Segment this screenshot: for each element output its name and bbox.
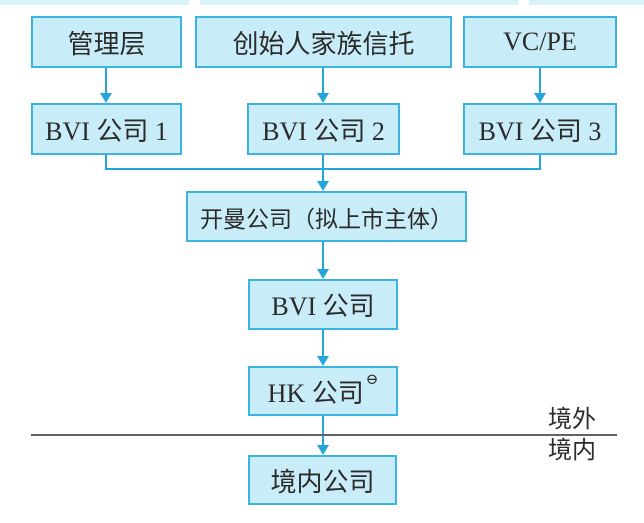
offshore-onshore-divider-line (31, 434, 617, 436)
box-domestic-company: 境内公司 (248, 455, 397, 505)
box-founder-family-trust: 创始人家族信托 (195, 16, 452, 68)
box-hk-company-label: HK 公司 (267, 378, 364, 408)
box-bvi-company-3: BVI 公司 3 (463, 103, 617, 155)
box-cayman-company-label: 开曼公司（拟上市主体） (200, 206, 453, 232)
arrow-hk-to-domestic-head (317, 445, 329, 455)
arrow-trust-to-bvi2-line (322, 68, 324, 95)
box-domestic-company-label: 境内公司 (270, 467, 375, 497)
box-bvi-company-1: BVI 公司 1 (31, 103, 182, 155)
arrow-cayman-to-bvi-head (317, 269, 329, 279)
box-management-label: 管理层 (67, 29, 146, 59)
arrow-bvi2-to-cayman-line (322, 155, 324, 183)
arrow-vcpe-to-bvi3-line (539, 68, 541, 95)
box-hk-company: HK 公司⊖ (248, 366, 398, 416)
box-management: 管理层 (31, 16, 182, 68)
box-founder-family-trust-label: 创始人家族信托 (232, 29, 415, 59)
box-bvi-company-3-label: BVI 公司 3 (478, 116, 602, 146)
arrow-hk-to-domestic-line (322, 416, 324, 447)
arrow-trust-to-bvi2-head (317, 93, 329, 103)
arrow-management-to-bvi1-head (100, 93, 112, 103)
cropped-strip-left (0, 0, 189, 5)
box-bvi-company-mid-label: BVI 公司 (271, 292, 375, 321)
connector-bvi3-stub (539, 155, 541, 170)
box-cayman-company: 开曼公司（拟上市主体） (186, 191, 467, 242)
box-bvi-company-1-label: BVI 公司 1 (45, 116, 168, 146)
onshore-label: 境内 (548, 438, 596, 464)
arrow-bvi-to-hk-line (322, 330, 324, 358)
box-vc-pe-label: VC/PE (503, 27, 577, 56)
cropped-strip-middle (200, 0, 518, 5)
arrow-vcpe-to-bvi3-head (534, 93, 546, 103)
cropped-strip-right (529, 0, 644, 5)
box-vc-pe: VC/PE (463, 16, 617, 68)
arrow-cayman-to-bvi-line (322, 242, 324, 271)
offshore-label: 境外 (548, 407, 596, 433)
connector-bvi1-stub (105, 155, 107, 170)
arrow-bvi-to-hk-head (317, 356, 329, 366)
arrow-management-to-bvi1-line (105, 68, 107, 95)
box-bvi-company-2: BVI 公司 2 (247, 103, 400, 155)
box-bvi-company-mid: BVI 公司 (248, 279, 398, 330)
arrow-bvi2-to-cayman-head (317, 181, 329, 191)
box-bvi-company-2-label: BVI 公司 2 (262, 116, 385, 146)
